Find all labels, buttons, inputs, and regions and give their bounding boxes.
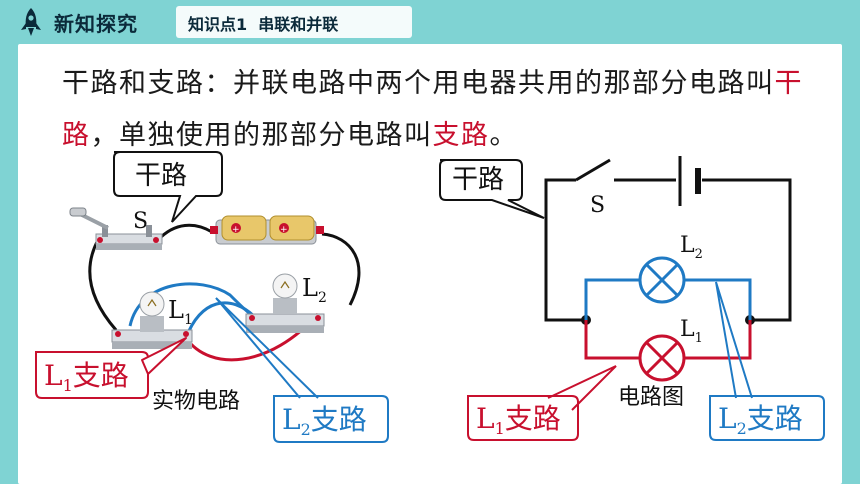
schematic-trunk-callout-box [439,159,545,219]
physical-branch2-callout: L2支路 [282,403,367,439]
definition-text-3: 。 [489,120,518,151]
battery-pack: + + [210,215,324,245]
term-trunk: 干路 [62,68,803,151]
wire-branch2-b [184,301,258,339]
physical-circuit: S + + L1 [35,151,389,443]
definition-text-2: ，单独使用的那部分电路叫 [90,120,433,151]
schematic-switch-label: S [590,193,605,218]
wire-switch-to-lamp1 [88,239,118,331]
rocket-icon [21,8,41,36]
schematic-trunk-left [544,178,586,322]
schematic-branch1-callout: L1支路 [476,402,561,438]
physical-branch1-callout-box [35,351,149,399]
term-branch: 支路 [432,120,490,151]
physical-lamp2-label: L2 [302,274,327,306]
svg-text:+: + [280,225,288,235]
knife-switch [69,207,163,250]
schematic-trunk-callout: 干路 [452,165,504,195]
schematic-branch2-callout: L2支路 [718,402,803,438]
schematic-caption: 电路图 [618,385,684,410]
lamp1-device [111,291,193,349]
physical-trunk-callout: 干路 [135,161,187,191]
physical-switch-label: S [133,209,148,234]
physical-branch1-callout: L1支路 [44,359,129,395]
schematic-branch1-callout-box [467,395,579,441]
section-title: 新知探究 [54,12,138,36]
physical-branch1-pointer [141,337,187,375]
svg-text:+: + [232,225,240,235]
physical-circuit-caption: 实物电路 [152,389,240,414]
definition-text-1: 干路和支路：并联电路中两个用电器共用的那部分电路叫 [62,68,775,99]
content-card [18,44,842,484]
schematic-branch2-callout-box [709,395,825,441]
schematic-trunk-right [702,178,792,322]
schematic-lamp2 [638,256,686,304]
wire-battery-to-lamp2 [321,232,361,306]
schematic-branch1-left [584,320,640,360]
schematic-branch1-pointer [547,365,617,411]
schematic-branch2-pointer [715,281,753,399]
schematic-branch2-left [584,278,640,320]
schematic-lamp1 [638,334,686,382]
wire-switch-to-battery [156,223,213,242]
schematic-branch1-right [684,320,752,360]
schematic-branch2-right [684,278,752,320]
schematic-circuit: S L2 L1 干路 L1支路 L2支路 电路图 [439,156,825,441]
definition-paragraph: 干路和支路：并联电路中两个用电器共用的那部分电路叫干路，单独使用的那部分电路叫支… [62,58,822,162]
physical-branch2-callout-box [273,395,389,443]
knowledge-point-tag: 知识点1 串联和并联 [176,6,412,38]
schematic-lamp2-label: L2 [680,233,703,262]
schematic-lamp1-label: L1 [680,317,703,346]
physical-branch2-pointer [215,297,319,399]
physical-trunk-callout-box [113,151,223,223]
lamp2-device [245,273,325,333]
knowledge-point-label: 知识点1 串联和并联 [188,15,339,34]
schematic-switch-blade [575,158,611,182]
physical-lamp1-label: L1 [168,296,193,328]
header-bar: 新知探究 知识点1 串联和并联 [0,0,860,44]
